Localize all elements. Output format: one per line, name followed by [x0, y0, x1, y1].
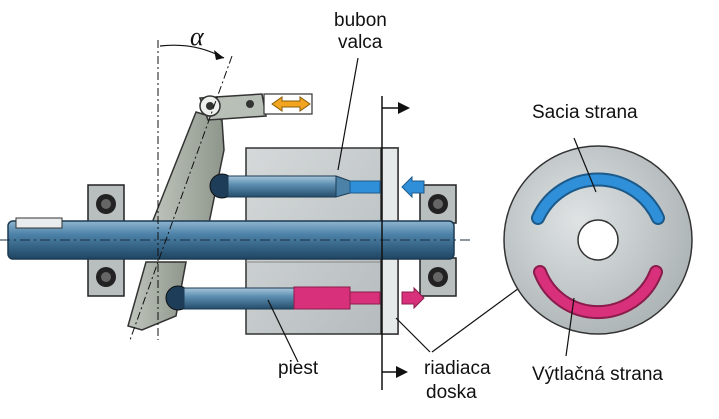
cylinder-label-line2: valca: [338, 32, 383, 53]
left-bearing-top: [87, 184, 125, 224]
angle-alpha-label: α: [190, 22, 204, 51]
piston-label: piest: [278, 358, 319, 379]
discharge-arrow: [401, 286, 425, 310]
discharge-side-label: Výtlačná strana: [532, 364, 663, 385]
double-arrow-icon: [271, 96, 311, 112]
lower-piston: [165, 285, 381, 311]
suction-arrow: [401, 175, 425, 199]
left-bearing-bottom: [87, 257, 125, 297]
valve-plate-front-view: [503, 145, 693, 335]
upper-piston: [209, 173, 381, 199]
swash-plate-upper: [148, 111, 225, 229]
right-bearing-bottom: [419, 257, 457, 297]
swash-plate-lower: [127, 261, 187, 331]
right-bearing-top: [419, 184, 457, 224]
valve-plate-label-line2: doska: [426, 382, 477, 403]
cylinder-label-line1: bubon: [334, 10, 387, 31]
suction-side-label: Sacia strana: [532, 102, 638, 123]
swash-axis-line: [129, 55, 233, 341]
valve-plate-label-line1: riadiaca: [424, 358, 491, 379]
